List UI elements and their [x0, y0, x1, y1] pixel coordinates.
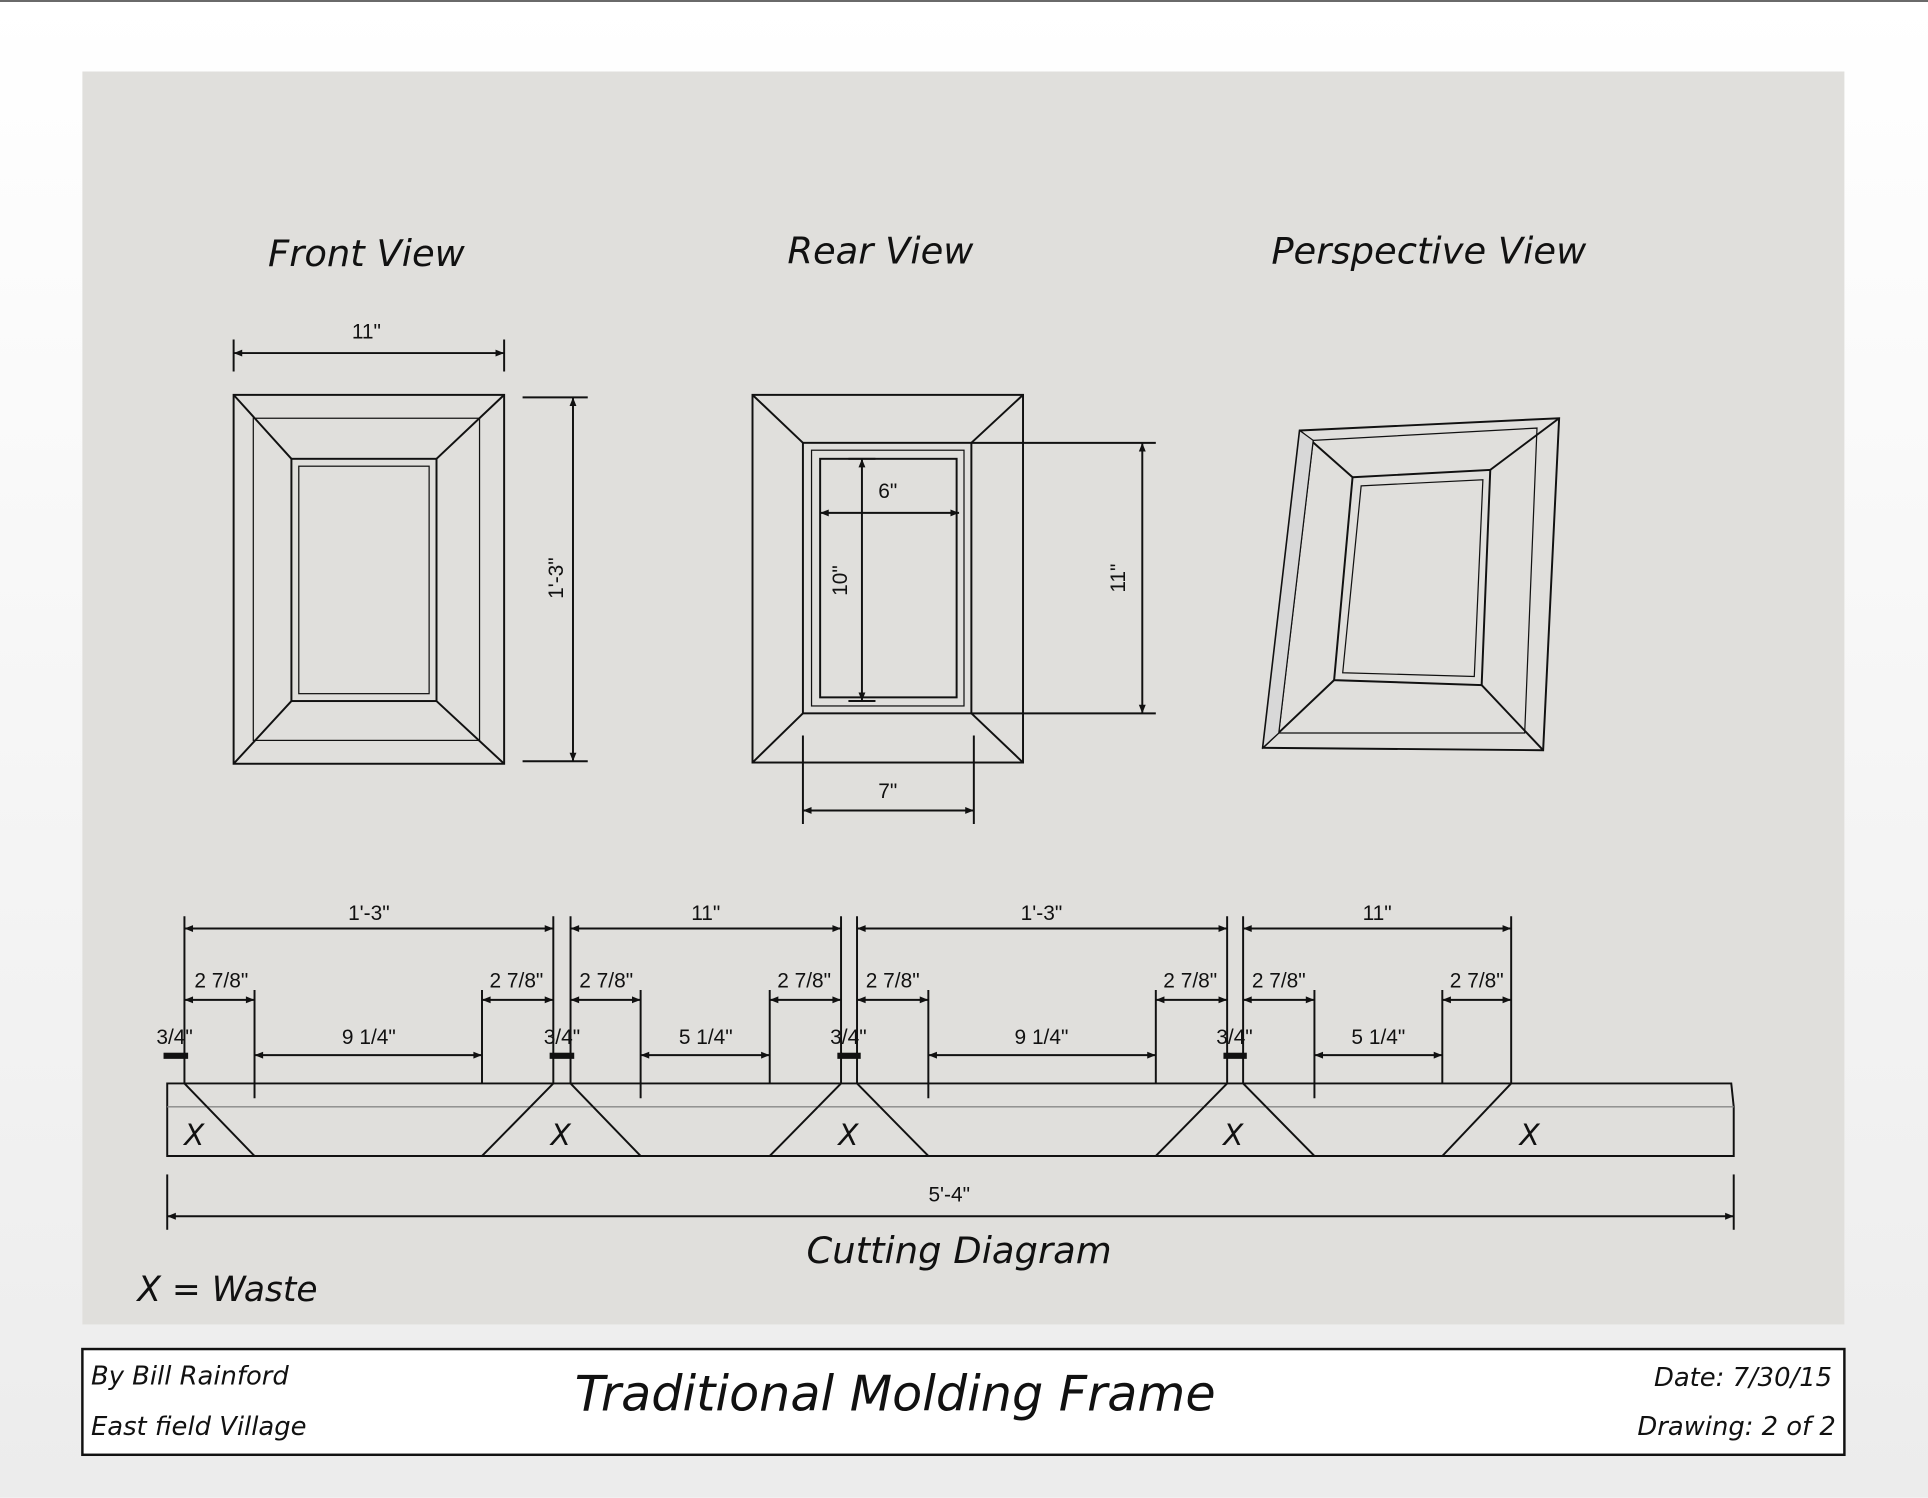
kerf-label: 3/4"	[544, 1026, 580, 1049]
perspective-view-frame	[1261, 417, 1561, 752]
inner-length-label: 5 1/4"	[1351, 1026, 1405, 1049]
overall-length-label: 5'-4"	[928, 1183, 970, 1206]
miter-cut-line	[769, 1082, 842, 1157]
miter-offset-label: 2 7/8"	[1163, 970, 1217, 993]
miter-cut-line	[481, 1082, 555, 1157]
rear-outer-width-label: 7"	[878, 780, 897, 803]
waste-mark: X	[182, 1118, 205, 1152]
rear-outer-height-label: 11"	[1107, 564, 1130, 593]
miter-offset-label: 2 7/8"	[194, 970, 248, 993]
piece-length-label: 1'-3"	[348, 902, 390, 925]
front-height-dimension	[522, 396, 588, 763]
miter-cut-line	[569, 1082, 642, 1157]
drawing-number: Drawing: 2 of 2	[1637, 1412, 1835, 1442]
kerf-label: 3/4"	[156, 1026, 192, 1049]
front-width-label: 11"	[352, 320, 381, 343]
front-view-title: Front View	[268, 232, 466, 275]
rear-dimensions	[801, 441, 1156, 825]
location: East field Village	[91, 1412, 306, 1442]
kerf-label: 3/4"	[1216, 1026, 1252, 1049]
kerf-dimension	[1223, 1052, 1247, 1059]
inner-length-label: 9 1/4"	[342, 1026, 396, 1049]
miter-offset-label: 2 7/8"	[1252, 970, 1306, 993]
piece-length-label: 1'-3"	[1021, 902, 1063, 925]
miter-cut-line	[856, 1082, 930, 1157]
miter-offset-label: 2 7/8"	[1450, 970, 1504, 993]
front-width-dimension	[232, 339, 506, 372]
author: By Bill Rainford	[91, 1362, 289, 1392]
inner-length-label: 9 1/4"	[1015, 1026, 1069, 1049]
piece-length-label: 11"	[1363, 902, 1392, 925]
miter-cut-line	[1441, 1082, 1512, 1157]
inner-length-labels: 9 1/4" 5 1/4" 9 1/4" 5 1/4"	[342, 1026, 1405, 1049]
kerf-label: 3/4"	[830, 1026, 866, 1049]
piece-length-label: 11"	[691, 902, 720, 925]
waste-legend: X = Waste	[135, 1270, 317, 1310]
miter-cut-line	[1155, 1082, 1228, 1157]
rear-inner-width-label: 6"	[878, 480, 897, 503]
kerf-dimension	[163, 1052, 189, 1059]
miter-offset-label: 2 7/8"	[489, 970, 543, 993]
front-height-label: 1'-3"	[545, 557, 568, 599]
miter-cut-line	[183, 1082, 256, 1157]
piece-length-labels: 1'-3" 11" 1'-3" 11"	[348, 902, 1392, 925]
front-view-frame	[232, 393, 506, 765]
miter-offset-label: 2 7/8"	[579, 970, 633, 993]
waste-mark: X	[1518, 1118, 1541, 1152]
rear-view-frame	[751, 393, 1025, 764]
miter-offset-label: 2 7/8"	[866, 970, 920, 993]
cutting-dimensions	[163, 916, 1735, 1230]
cutting-diagram-title: Cutting Diagram	[807, 1229, 1112, 1272]
cutting-board	[166, 1082, 1735, 1157]
rear-inner-height-label: 10"	[829, 565, 852, 596]
inner-length-label: 5 1/4"	[679, 1026, 733, 1049]
drawing-panel	[82, 71, 1845, 1325]
title-block	[81, 1347, 1846, 1457]
drawing-date: Date: 7/30/15	[1654, 1363, 1832, 1393]
drawing-title: Traditional Molding Frame	[575, 1365, 1216, 1423]
miter-offset-labels: 2 7/8" 2 7/8" 2 7/8" 2 7/8" 2 7/8" 2 7/8…	[194, 970, 1503, 993]
perspective-view-title: Perspective View	[1271, 229, 1587, 272]
waste-marks: X X X X X	[182, 1118, 1540, 1152]
waste-mark: X	[836, 1118, 859, 1152]
waste-mark: X	[1221, 1118, 1244, 1152]
kerf-labels: 3/4" 3/4" 3/4" 3/4"	[156, 1026, 1252, 1049]
miter-cut-line	[1242, 1082, 1316, 1157]
kerf-dimension	[837, 1052, 861, 1059]
miter-offset-label: 2 7/8"	[777, 970, 831, 993]
kerf-dimension	[549, 1052, 575, 1059]
rear-view-title: Rear View	[787, 229, 974, 272]
waste-mark: X	[549, 1118, 572, 1152]
